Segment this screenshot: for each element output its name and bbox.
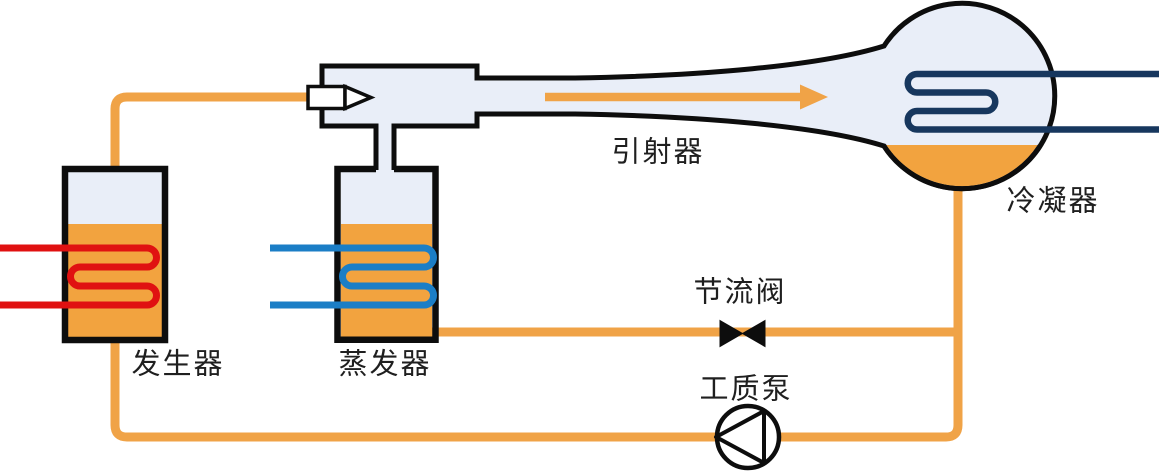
generator-label: 发生器	[131, 346, 225, 381]
throttle-valve-label: 节流阀	[693, 274, 787, 309]
condenser-liquid	[886, 145, 1038, 187]
flow-arrow-icon	[800, 84, 828, 110]
evaporator-label: 蒸发器	[338, 346, 432, 381]
pump-label: 工质泵	[699, 371, 793, 406]
evaporator-vessel	[334, 165, 439, 343]
nozzle-tip-icon	[343, 83, 376, 112]
ejector-label: 引射器	[611, 134, 705, 169]
generator-feed-pipe	[110, 92, 320, 172]
evaporator-chilled-coil	[270, 244, 437, 309]
throttle-valve-icon	[719, 319, 766, 348]
generator-heating-coil	[0, 244, 160, 309]
condenser-label: 冷凝器	[1006, 183, 1100, 218]
generator-vessel	[61, 165, 169, 344]
condensate-return-pipe	[110, 184, 963, 442]
condenser-cooling-coil	[904, 70, 1159, 133]
pump-icon	[714, 403, 782, 471]
generator-liquid	[66, 224, 164, 338]
evaporator-liquid	[341, 224, 432, 337]
condenser-bottom-arc	[881, 144, 1043, 192]
nozzle-body	[306, 84, 347, 111]
